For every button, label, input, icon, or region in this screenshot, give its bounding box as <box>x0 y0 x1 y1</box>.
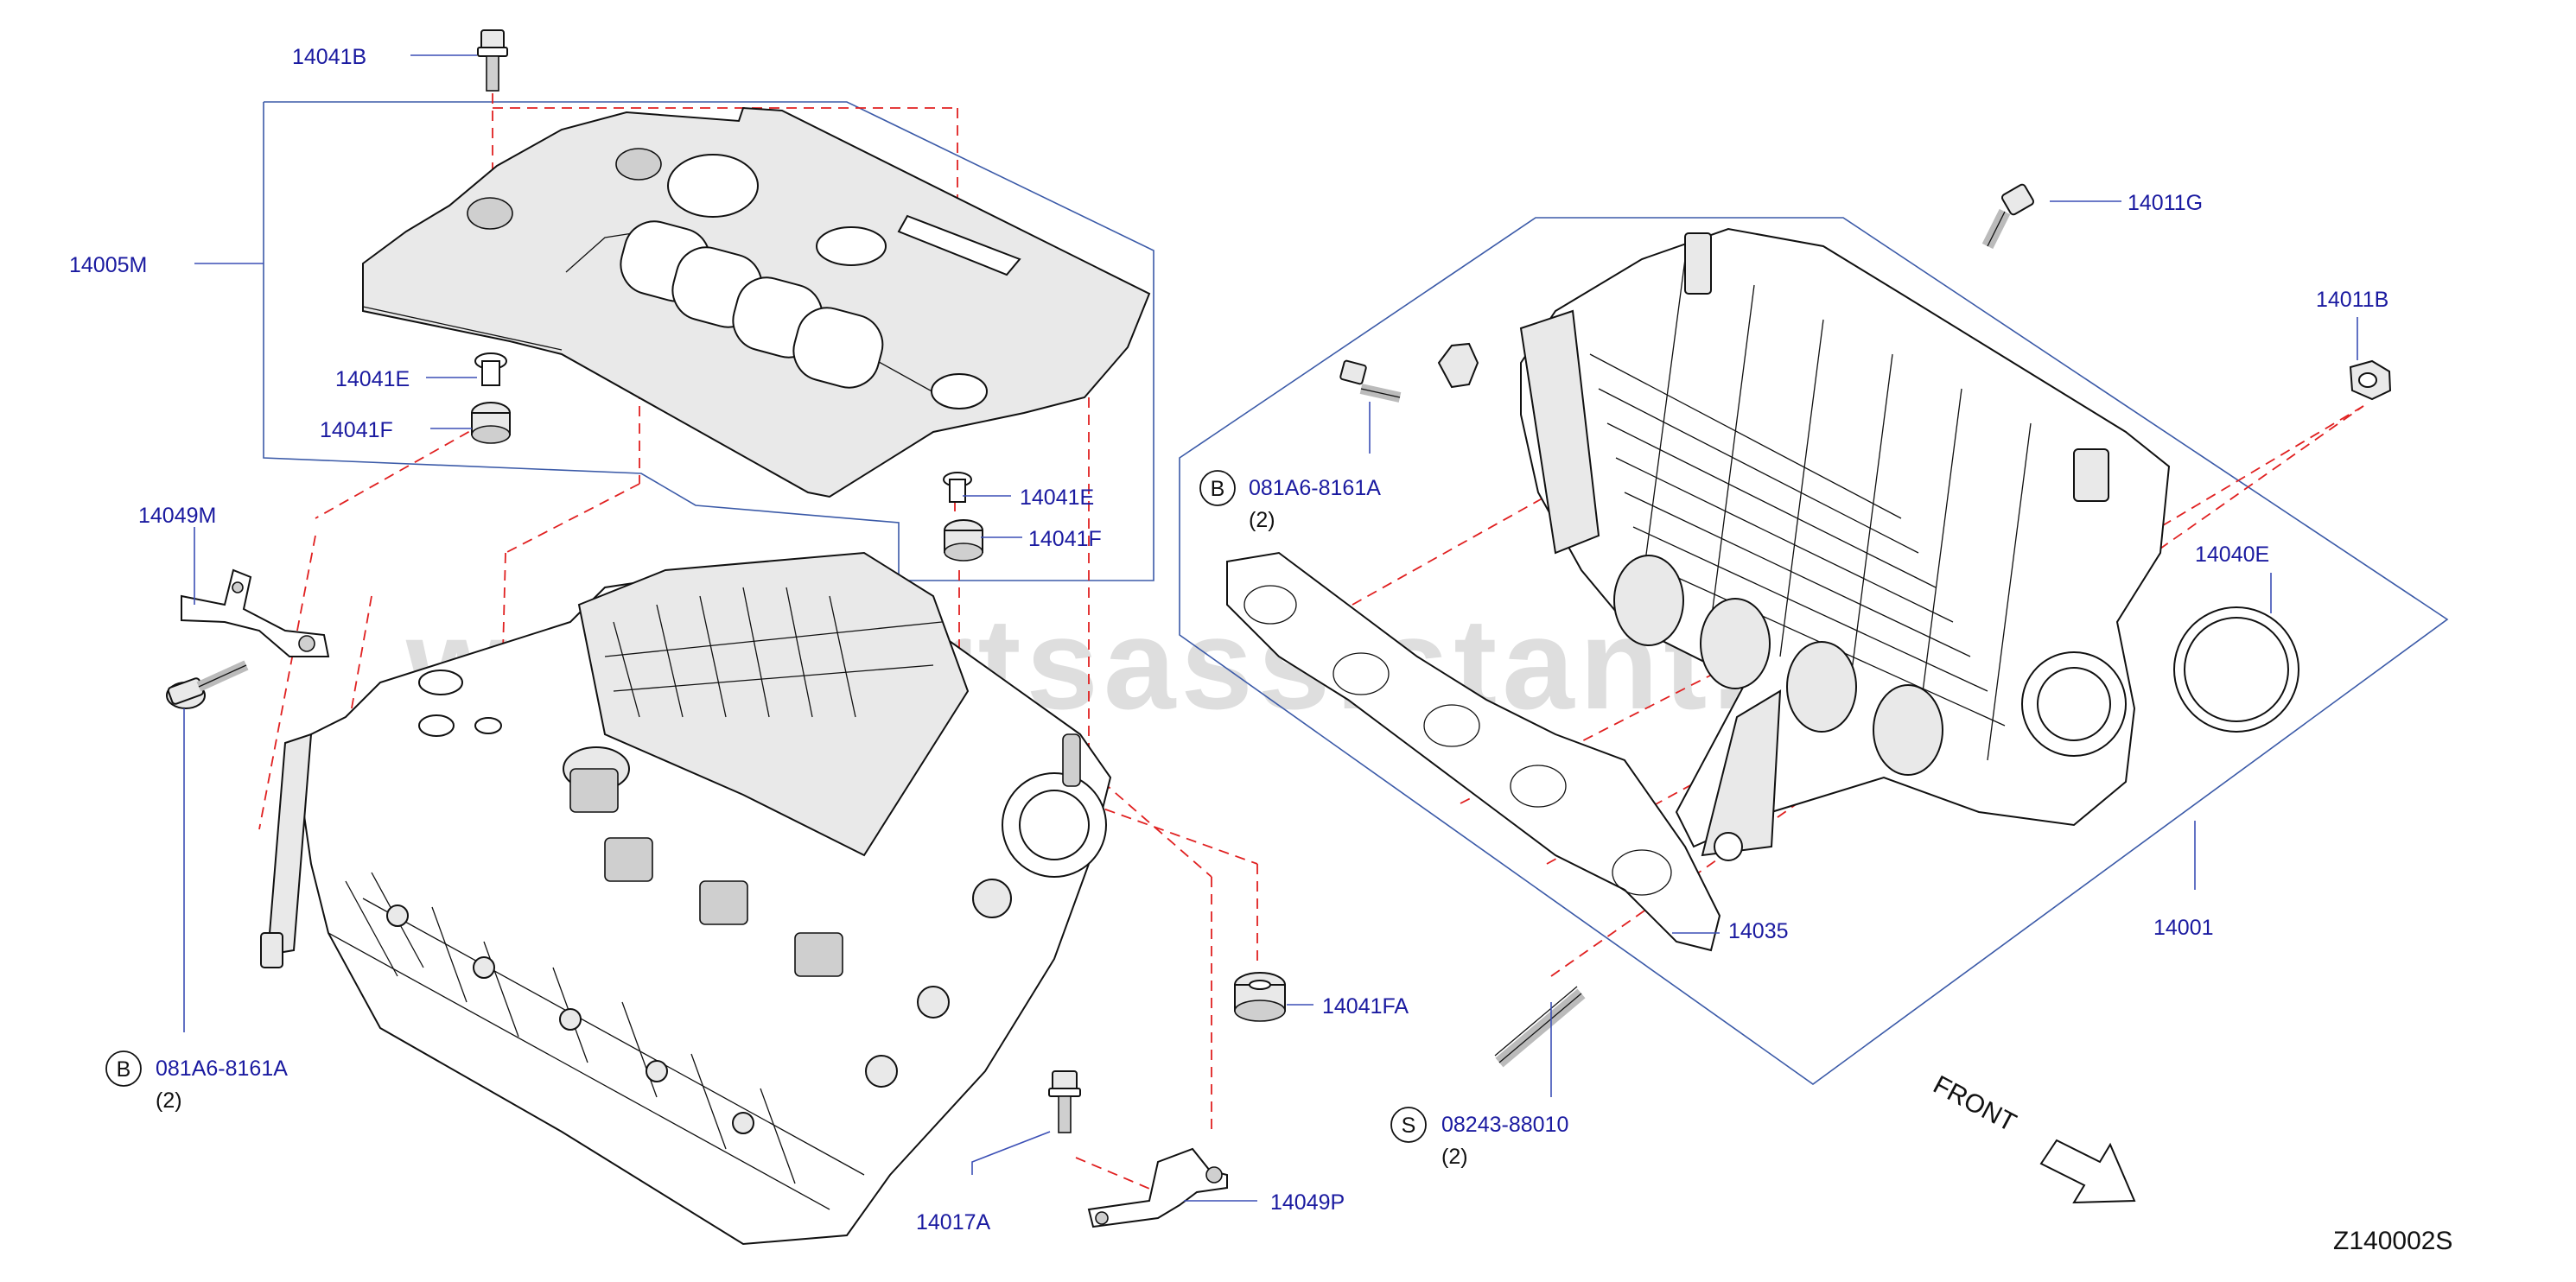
gasket-14035 <box>1226 551 1721 952</box>
gasket-14040e <box>2173 606 2299 733</box>
grommet-14041f-top <box>471 402 511 444</box>
ref-bolt-b-left: B 081A6-8161A (2) <box>105 1050 288 1113</box>
manifold-group-frame <box>1179 217 2449 1085</box>
label-14011b: 14011B <box>2316 288 2388 312</box>
label-14017a: 14017A <box>916 1210 991 1234</box>
label-14005m: 14005M <box>69 253 147 277</box>
ref-part-number: 081A6-8161A <box>1249 476 1381 500</box>
label-14001: 14001 <box>2153 916 2214 940</box>
label-14041b: 14041B <box>292 45 366 69</box>
label-14011g: 14011G <box>2128 191 2203 215</box>
grommet-14041fa <box>1234 972 1286 1022</box>
label-14041e-mid: 14041E <box>1020 486 1094 510</box>
bolt-081a6-right <box>1339 359 1402 403</box>
label-14049m: 14049M <box>138 504 216 528</box>
engine-cover-14005m <box>362 106 1151 498</box>
grommet-14041f-mid <box>944 519 983 562</box>
label-14041e-top: 14041E <box>335 367 410 391</box>
bolt-14041b <box>477 29 508 92</box>
leader-lines <box>183 54 2358 1202</box>
ref-part-number: 08243-88010 <box>1441 1113 1568 1137</box>
label-14041f-mid: 14041F <box>1028 527 1102 551</box>
stud-08243-88010 <box>1494 986 1586 1068</box>
label-14041fa: 14041FA <box>1322 994 1409 1019</box>
bolt-14017a <box>1048 1070 1081 1133</box>
nut-14011b <box>2349 359 2392 401</box>
bolt-14011g <box>1981 183 2035 250</box>
ref-letter: B <box>117 1057 131 1082</box>
label-14035: 14035 <box>1728 919 1789 943</box>
ref-letter: S <box>1402 1114 1416 1138</box>
bracket-14049m <box>181 568 330 657</box>
ref-bolt-b-right: B 081A6-8161A (2) <box>1199 470 1381 532</box>
label-14049p: 14049P <box>1270 1190 1345 1215</box>
bracket-14049p <box>1087 1147 1228 1228</box>
front-arrow-icon <box>2039 1139 2136 1204</box>
ref-letter: B <box>1211 477 1225 501</box>
ref-quantity: (2) <box>1249 508 1275 532</box>
front-indicator: FRONT <box>1929 1070 2136 1204</box>
cover-group-frame <box>263 101 1154 581</box>
bolt-081a6-left <box>166 660 249 709</box>
intake-manifold-14001 <box>1437 227 2171 861</box>
cylinder-head-assembly <box>260 551 1112 1246</box>
grommet-14041e-top <box>474 352 507 386</box>
front-label: FRONT <box>1929 1070 2021 1138</box>
drawing-code: Z140002S <box>2333 1227 2452 1255</box>
label-14040e: 14040E <box>2195 543 2269 567</box>
ref-part-number: 081A6-8161A <box>156 1057 288 1081</box>
label-14041f-top: 14041F <box>320 418 393 442</box>
ref-stud-s: S 08243-88010 (2) <box>1390 1107 1568 1169</box>
ref-quantity: (2) <box>1441 1145 1468 1169</box>
grommet-14041e-mid <box>943 472 972 503</box>
ref-quantity: (2) <box>156 1088 182 1113</box>
